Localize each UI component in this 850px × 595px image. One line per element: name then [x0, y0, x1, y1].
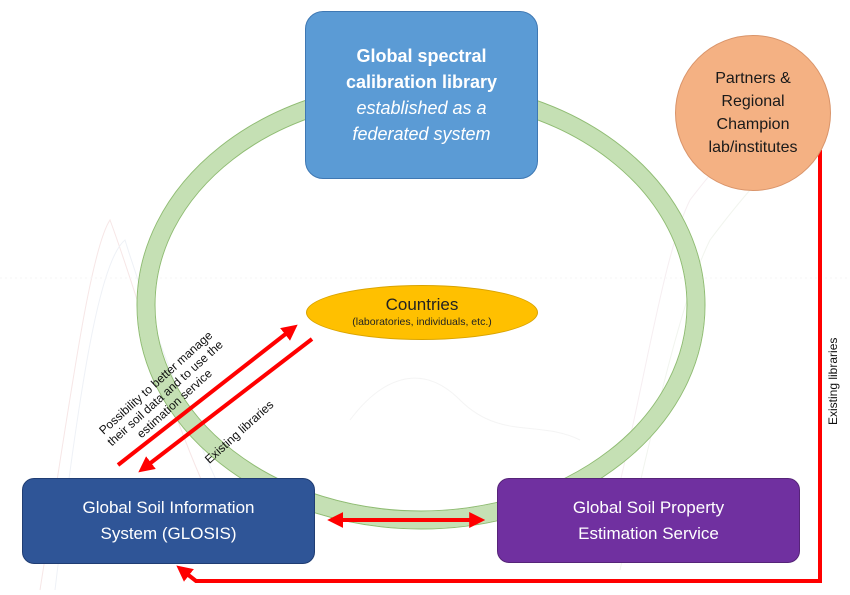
arrow-glosis-to-countries	[116, 324, 298, 467]
partners-line1: Partners &	[715, 70, 791, 87]
global-spectral-library-box: Global spectral calibration library esta…	[305, 11, 538, 179]
countries-title: Countries	[385, 295, 459, 314]
partners-line2: Regional	[721, 93, 785, 110]
existing-libraries-label-right: Existing libraries	[826, 337, 840, 425]
arrow-countries-to-glosis	[138, 337, 314, 473]
glosis-line1: Global Soil Information	[82, 498, 255, 517]
countries-subtitle: (laboratories, individuals, etc.)	[352, 316, 492, 328]
glosis-box: Global Soil Information System (GLOSIS)	[22, 478, 315, 564]
partners-line3: Champion	[716, 116, 790, 133]
library-title-line2: calibration library	[345, 72, 498, 92]
partners-circle: Partners & Regional Champion lab/institu…	[675, 35, 831, 191]
partners-line4: lab/institutes	[708, 139, 798, 156]
glosis-line2: System (GLOSIS)	[100, 524, 237, 543]
estimation-line2: Estimation Service	[578, 523, 719, 543]
estimation-line1: Global Soil Property	[572, 497, 725, 517]
library-subtitle-line1: established as a	[356, 98, 487, 118]
estimation-service-box: Global Soil Property Estimation Service	[497, 478, 800, 563]
library-subtitle-line2: federated system	[352, 124, 491, 144]
countries-ellipse: Countries (laboratories, individuals, et…	[306, 285, 538, 340]
library-title-line1: Global spectral	[356, 46, 487, 66]
